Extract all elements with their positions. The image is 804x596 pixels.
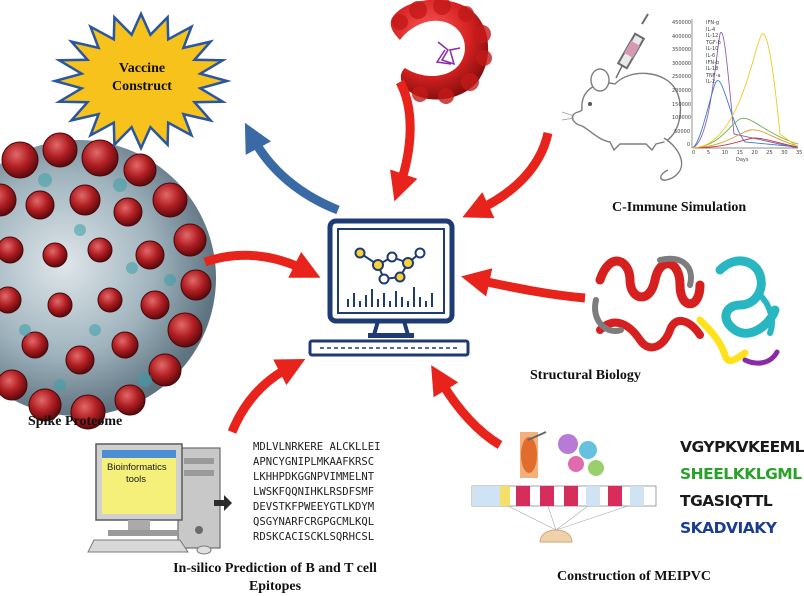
chart-x-tick: 25	[766, 150, 773, 156]
bioinformatics-workstation-image	[87, 443, 232, 555]
vaccine-construct-label: Vaccine Construct	[112, 61, 172, 94]
chart-x-label: Days	[736, 157, 749, 163]
chart-x-tick: 5	[706, 150, 711, 156]
arrow-from-structural	[461, 268, 586, 303]
computer-monitor-icon	[308, 218, 470, 357]
chart-y-tick: 450000	[672, 20, 692, 26]
chart-legend-entry: IL-10	[706, 46, 719, 53]
peptide-line: VGYPKVKEEML	[680, 438, 804, 456]
arrow-from-prediction	[227, 359, 306, 434]
chart-legend-entry: IFN-g	[706, 20, 720, 26]
vaccine-construct-star	[50, 10, 232, 152]
arrow-from-construction	[431, 365, 503, 449]
sequence-line: RDSKCACISCKLSQRHCSL	[253, 531, 375, 543]
chart-y-tick: 0	[686, 142, 690, 149]
bioinformatics-tools-label: Bioinformatics tools	[107, 462, 167, 485]
chart-y-tick: 400000	[672, 33, 692, 40]
chart-y-tick: 200000	[672, 87, 692, 94]
structural-biology-label: Structural Biology	[530, 368, 641, 383]
chart-legend-entry: IFN-b	[706, 59, 720, 66]
protein-structure-image	[390, 0, 492, 104]
chart-y-tick: 250000	[672, 74, 692, 81]
chart-y-tick: 50000	[674, 128, 690, 135]
chart-legend-entry: IL-4	[706, 26, 716, 33]
chart-legend-entry: TNF-a	[706, 72, 721, 79]
construction-label: Construction of MEIPVC	[557, 569, 711, 584]
prediction-label: In-silico Prediction of B and T cell Epi…	[173, 561, 377, 594]
chart-legend-entry: IL-2	[706, 79, 716, 86]
sequence-line: LWSKFQQNIHKLRSDFSMF	[253, 486, 375, 498]
sequence-line: APNCYGNIPLMKAAFKRSC	[253, 456, 375, 468]
epitope-peptides: VGYPKVKEEML SHEELKKLGML TGASIQTTL SKADVIAKY	[680, 434, 804, 542]
construct-diagram-image	[471, 431, 657, 543]
chart-y-tick: 350000	[672, 47, 692, 54]
sequence-line: QSGYNARFCRGPGCMLKQL	[253, 516, 375, 528]
peptide-line: TGASIQTTL	[680, 492, 773, 510]
peptide-line: SHEELKKLGML	[680, 465, 802, 483]
arrow-from-protein	[390, 79, 418, 202]
chart-legend-entry: IL-12	[706, 33, 719, 40]
arrow-from-spike	[203, 250, 321, 278]
chart-y-tick: 300000	[672, 60, 692, 67]
protein-sequence: MDLVLNRKERE ALCKLLEI APNCYGNIPLMKAAFKRSC L…	[253, 440, 381, 545]
sequence-line: MDLVLNRKERE ALCKLLEI	[253, 441, 381, 453]
chart-y-tick: 100000	[672, 115, 692, 122]
spike-proteome-label: Spike Proteome	[28, 414, 123, 429]
chart-x-tick: 10	[721, 150, 729, 156]
immune-simulation-label: C-Immune Simulation	[612, 200, 747, 215]
arrow-from-immune	[462, 131, 553, 219]
chart-x-tick: 0	[692, 150, 696, 156]
chart-legend-entry: IL-18	[706, 66, 719, 73]
chart-legend-entry: IL-6	[706, 52, 716, 59]
chart-x-tick: 15	[736, 150, 743, 156]
chart-x-tick: 20	[751, 150, 758, 156]
peptide-line: SKADVIAKY	[680, 519, 777, 537]
chart-y-tick: 150000	[672, 101, 692, 108]
chart-x-tick: 35	[796, 150, 803, 156]
chart-legend-entry: TGF-b	[706, 39, 721, 46]
ribbon-structure-image	[592, 255, 780, 366]
chart-x-tick: 30	[781, 150, 788, 156]
sequence-line: LKHHPDKGGNPVIMMELNT	[253, 471, 375, 483]
sequence-line: DEVSTKFPWEEYGTLKDYM	[253, 501, 375, 513]
arrow-to-vaccine	[244, 122, 340, 215]
spike-virus-image	[0, 132, 216, 430]
mouse-syringe-image	[561, 13, 683, 181]
